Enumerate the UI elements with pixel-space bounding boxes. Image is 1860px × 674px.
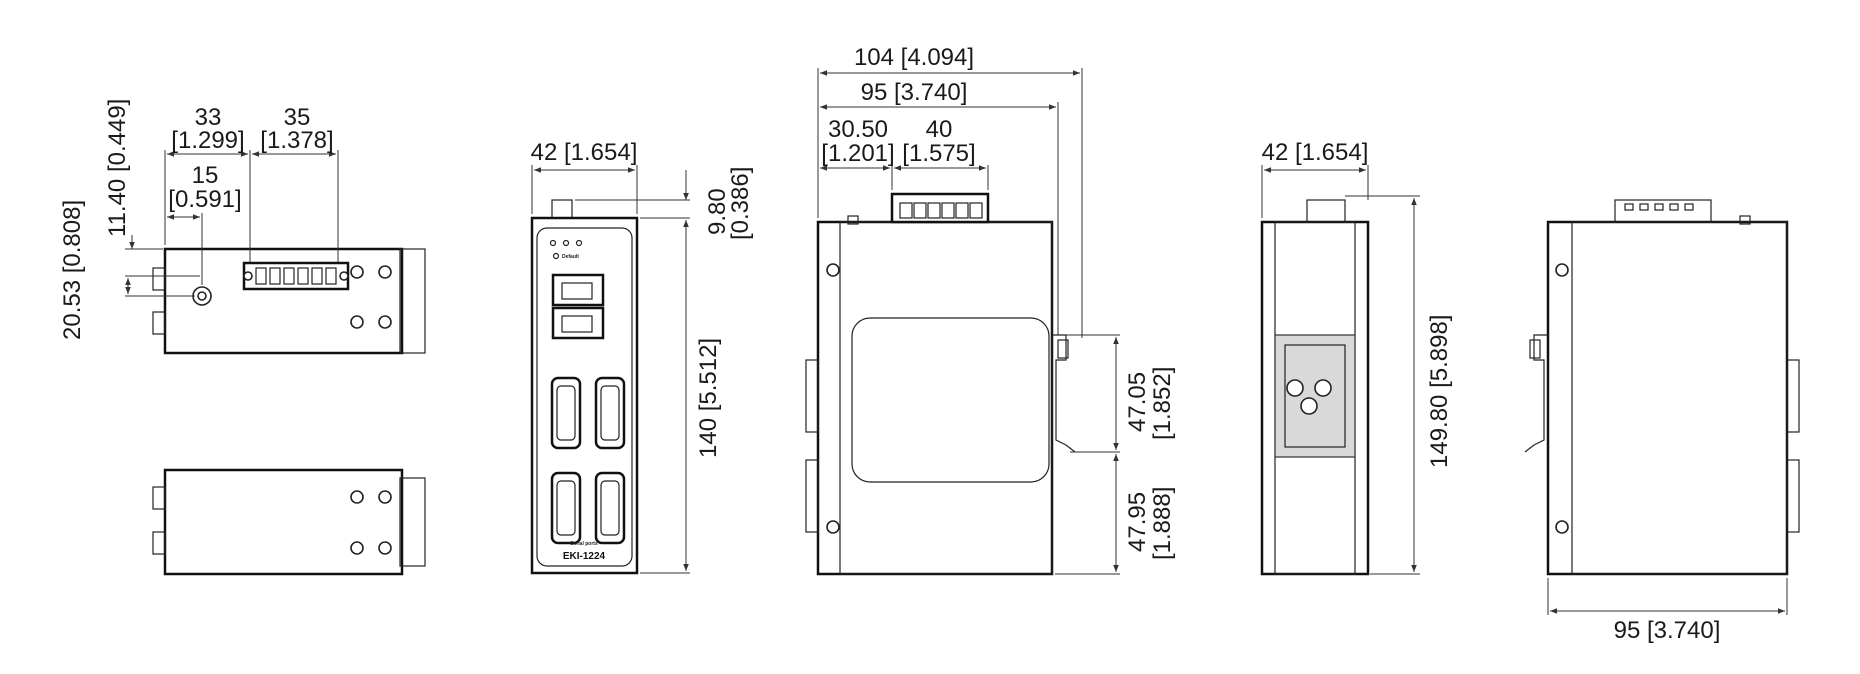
- top-view-lower: [152, 468, 426, 576]
- serial-port-1: [550, 376, 582, 450]
- top-view-upper: [152, 247, 426, 355]
- dim-47-05-inch-label: [1.852]: [1149, 367, 1176, 440]
- other-side-view: [1524, 199, 1800, 576]
- dim-35-inch-label: [1.378]: [260, 127, 333, 154]
- dim-30-50-inch-label: [1.201]: [821, 140, 894, 167]
- dim-40-label: 40: [926, 116, 953, 143]
- dim-20-53-label: 20.53 [0.808]: [59, 200, 86, 340]
- front-height-label: 140 [5.512]: [695, 338, 722, 458]
- terminal-pins: [255, 267, 337, 285]
- other-side-width-label: 95 [3.740]: [1614, 617, 1721, 644]
- dim-15-label: 15: [192, 162, 219, 189]
- front-view-dimensions: [531, 165, 690, 574]
- dim-47-05-label: 47.05: [1124, 372, 1151, 432]
- dim-47-95-label: 47.95: [1124, 492, 1151, 552]
- dim-33-label: 33: [195, 104, 222, 131]
- dim-95-label: 95 [3.740]: [861, 79, 968, 106]
- serial-port-2: [594, 376, 626, 450]
- rear-height-label: 149.80 [5.898]: [1426, 315, 1453, 468]
- serial-ports-label: Serial ports: [570, 541, 598, 547]
- dim-104-label: 104 [4.094]: [854, 44, 974, 71]
- dim-40-inch-label: [1.575]: [902, 140, 975, 167]
- dim-30-50-label: 30.50: [828, 116, 888, 143]
- dim-15-inch-label: [0.591]: [168, 186, 241, 213]
- dim-9-80-label: 9.80: [704, 188, 731, 235]
- dim-35-label: 35: [284, 104, 311, 131]
- other-side-dimensions: [1547, 578, 1788, 615]
- dim-33-inch-label: [1.299]: [171, 127, 244, 154]
- side-view-dimensions: [817, 68, 1120, 575]
- top-view-dimensions: [125, 150, 339, 297]
- rear-view-dimensions: [1261, 165, 1420, 575]
- rear-width-label: 42 [1.654]: [1262, 139, 1369, 166]
- serial-port-3: [550, 471, 582, 545]
- rear-view: [1260, 199, 1370, 576]
- front-width-label: 42 [1.654]: [531, 139, 638, 166]
- dim-9-80-inch-label: [0.386]: [727, 167, 754, 240]
- front-view: Default Serial ports EKI-1224: [530, 199, 639, 575]
- model-label: EKI-1224: [563, 551, 606, 562]
- dim-11-40-label: 11.40 [0.449]: [104, 99, 131, 237]
- serial-port-4: [594, 471, 626, 545]
- side-view: [805, 192, 1076, 576]
- dim-47-95-inch-label: [1.888]: [1149, 487, 1176, 560]
- default-button-label: Default: [562, 254, 579, 260]
